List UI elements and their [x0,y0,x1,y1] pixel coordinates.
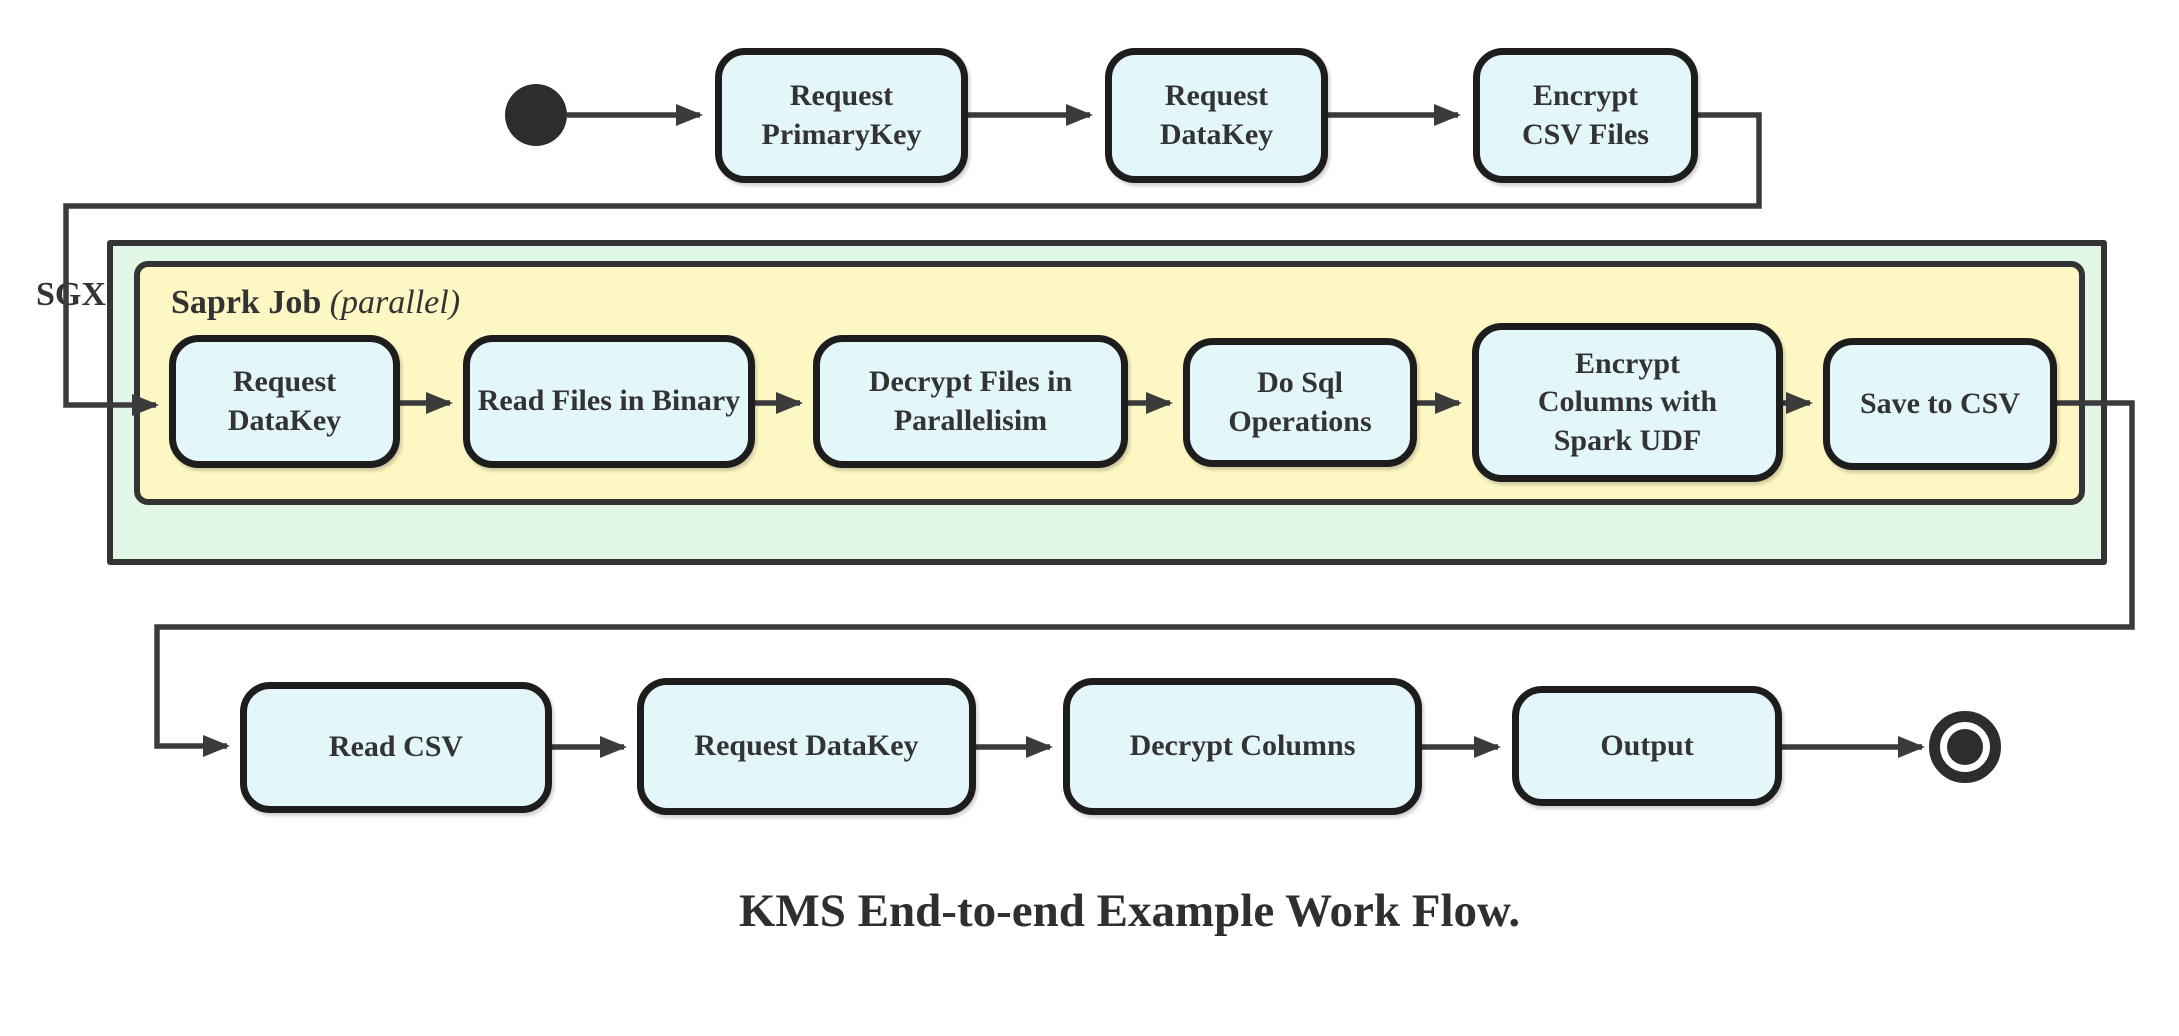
node-label: Request DataKey [227,365,342,437]
node-label: Decrypt Columns [1129,729,1356,763]
node-spark-request-datakey: Request DataKey [169,335,400,468]
node-label: Request DataKey [694,729,919,763]
edge-save-csv-to-read-csv [154,400,2135,757]
sgx-label: SGX [36,276,106,313]
node-label: Request PrimaryKey [761,79,922,151]
node-request-primarykey: Request PrimaryKey [715,48,968,183]
node-label: Save to CSV [1859,386,2020,420]
node-label: Do Sql Operations [1228,366,1372,438]
node-label: Read CSV [328,730,464,764]
node-label: Decrypt Files in Parallelisim [868,365,1073,437]
final-state-dot [1947,729,1983,765]
spark-job-label-parallel: (parallel) [329,284,461,321]
node-save-to-csv: Save to CSV [1823,338,2057,470]
node-label: Output [1600,728,1694,762]
node-request-datakey-top: Request DataKey [1105,48,1328,183]
node-encrypt-csv-files: Encrypt CSV Files [1473,48,1698,183]
node-request-datakey-bottom: Request DataKey [637,678,976,815]
node-encrypt-columns-with-spark-udf: Encrypt Columns with Spark UDF [1472,323,1783,482]
node-decrypt-files-in-parallelisim: Decrypt Files in Parallelisim [813,335,1128,468]
node-label: Read Files in Binary [477,384,741,418]
node-label: Encrypt Columns with Spark UDF [1537,347,1718,457]
node-label: Encrypt CSV Files [1522,79,1649,151]
final-state-node [1929,711,2001,783]
node-decrypt-columns: Decrypt Columns [1063,678,1422,815]
diagram-caption: KMS End-to-end Example Work Flow. [738,885,1521,937]
node-read-files-in-binary: Read Files in Binary [463,335,755,468]
node-output: Output [1512,686,1782,806]
spark-job-label-bold: Saprk Job [171,284,322,321]
spark-job-label: Saprk Job (parallel) [171,284,460,322]
node-do-sql-operations: Do Sql Operations [1183,338,1417,467]
start-state-node [505,84,567,146]
node-read-csv: Read CSV [240,682,552,813]
edge-encrypt-csv-to-spark-request-datakey [63,112,1762,416]
node-label: Request DataKey [1159,79,1274,151]
